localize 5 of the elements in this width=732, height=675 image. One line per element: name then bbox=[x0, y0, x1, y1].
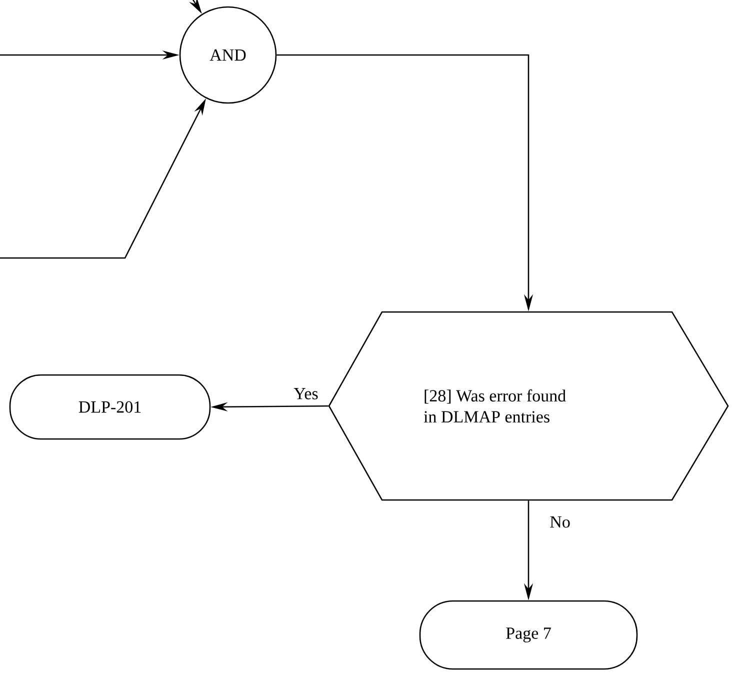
decision-hexagon: [28] Was error found in DLMAP entries bbox=[328, 311, 729, 501]
terminal-box: DLP-201 bbox=[9, 374, 211, 440]
edge-label: No bbox=[548, 515, 572, 529]
terminal-box: Page 7 bbox=[419, 600, 638, 670]
edge-label: Yes bbox=[292, 387, 320, 400]
